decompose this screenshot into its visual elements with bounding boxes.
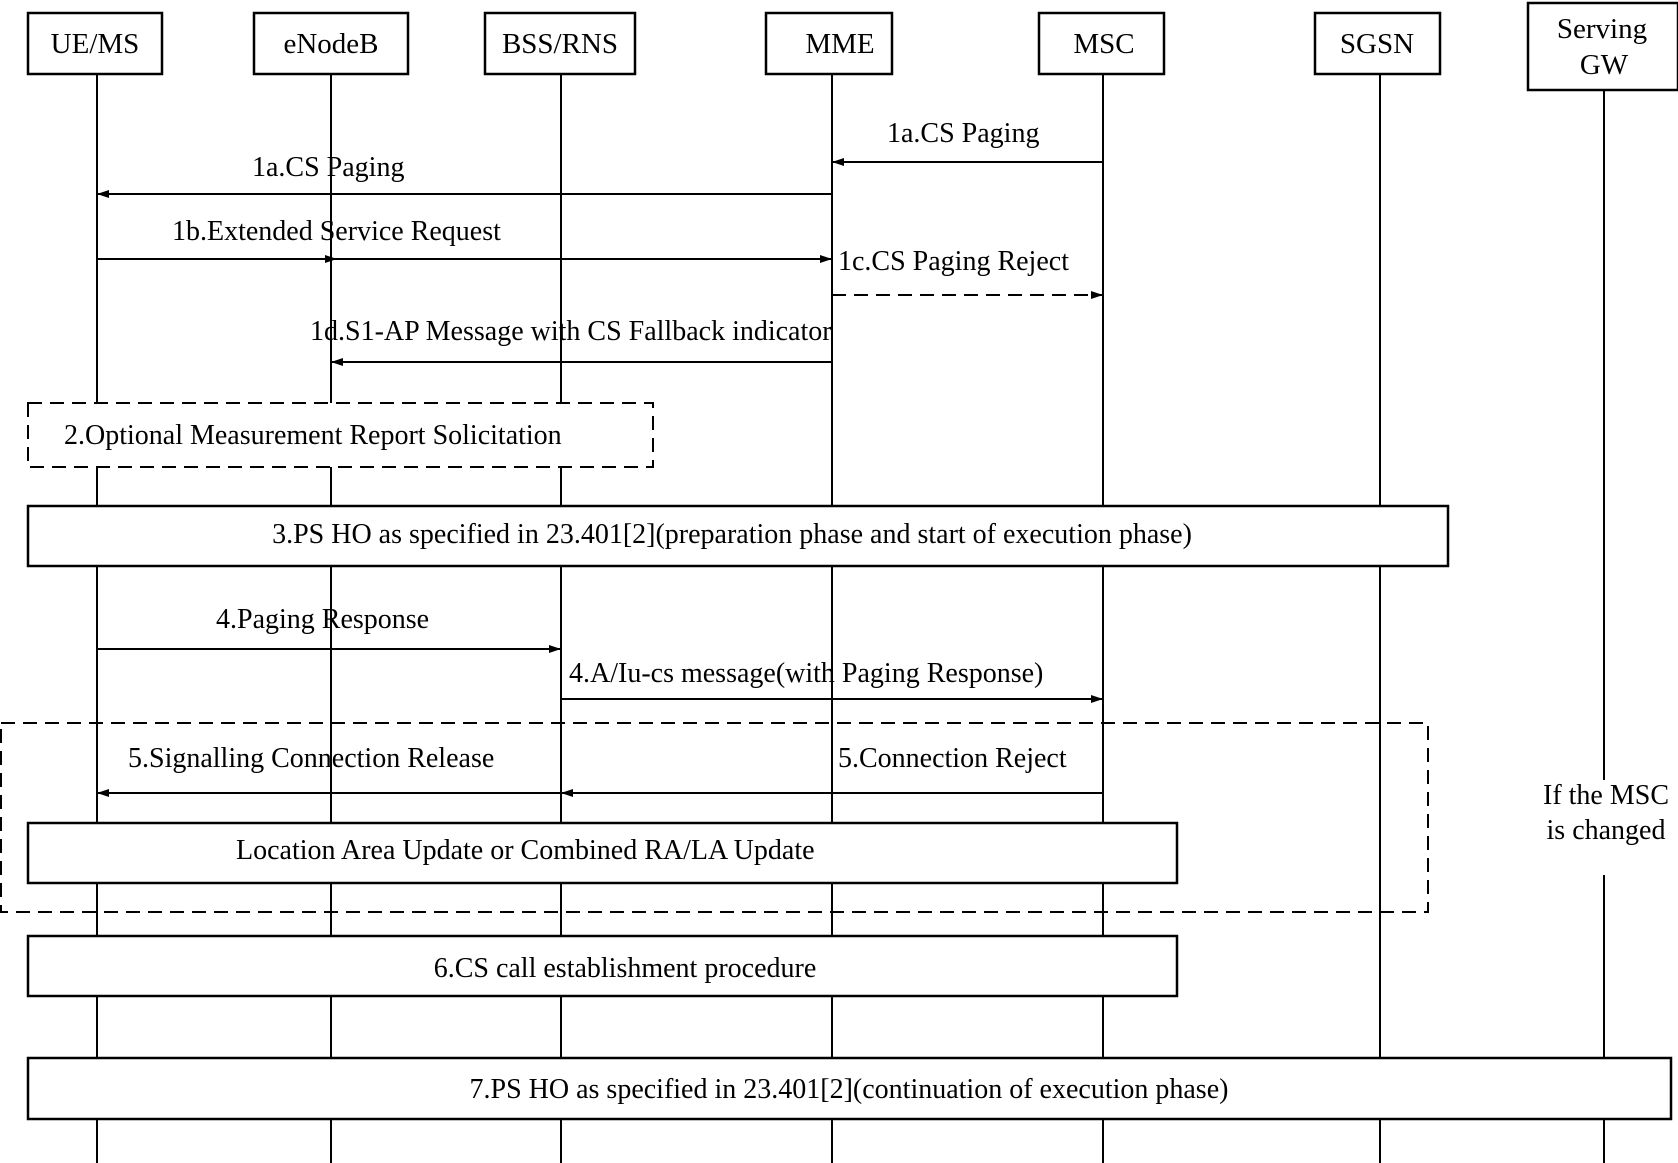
box-2-optional-measurement-report: 2.Optional Measurement Report Solicitati… <box>27 402 654 468</box>
message-label: 4.A/Iu-cs message(with Paging Response) <box>569 658 1043 689</box>
box-label: 7.PS HO as specified in 23.401[2](contin… <box>470 1074 1229 1105</box>
participant-bss-rns: BSS/RNS <box>483 11 637 76</box>
participants: UE/MS eNodeB BSS/RNS MME MSC SGSN Servin… <box>26 1 1678 92</box>
box-label: Location Area Update or Combined RA/LA U… <box>236 835 815 866</box>
message-label: 1a.CS Paging <box>887 118 1039 149</box>
participant-label-line1: Serving <box>1557 13 1647 45</box>
message-1a-cs-paging-mme-to-ue: 1a.CS Paging <box>97 152 832 198</box>
messages: 1a.CS Paging 1a.CS Paging 1b.Extended Se… <box>97 118 1103 797</box>
box-label: 3.PS HO as specified in 23.401[2](prepar… <box>272 519 1192 550</box>
participant-msc: MSC <box>1037 11 1166 76</box>
message-4-paging-response: 4.Paging Response <box>97 604 561 653</box>
box-7-ps-ho-continuation: 7.PS HO as specified in 23.401[2](contin… <box>26 1056 1673 1121</box>
message-1b-extended-service-request: 1b.Extended Service Request <box>97 216 832 263</box>
participant-serving-gw: Serving GW <box>1526 1 1678 92</box>
participant-label: MSC <box>1073 28 1134 60</box>
condition-note: If the MSC is changed <box>1543 780 1669 846</box>
participant-label: UE/MS <box>51 28 140 60</box>
participant-enodeb: eNodeB <box>252 11 410 76</box>
message-5-signalling-connection-release: 5.Signalling Connection Release <box>97 743 561 797</box>
box-3-ps-ho-preparation: 3.PS HO as specified in 23.401[2](prepar… <box>26 504 1450 568</box>
box-6-cs-call-establishment: 6.CS call establishment procedure <box>26 934 1179 998</box>
message-label: 4.Paging Response <box>216 604 429 635</box>
message-label: 1d.S1-AP Message with CS Fallback indica… <box>310 316 832 347</box>
participant-sgsn: SGSN <box>1313 11 1442 76</box>
step-boxes: 2.Optional Measurement Report Solicitati… <box>0 402 1673 1121</box>
message-1a-cs-paging-msc-to-mme: 1a.CS Paging <box>832 118 1103 166</box>
message-5-connection-reject: 5.Connection Reject <box>561 743 1103 797</box>
box-label: 2.Optional Measurement Report Solicitati… <box>64 420 562 451</box>
participant-label-line2: GW <box>1580 49 1629 81</box>
condition-note-line1: If the MSC <box>1543 780 1669 811</box>
message-label: 1c.CS Paging Reject <box>838 246 1069 277</box>
message-1c-cs-paging-reject: 1c.CS Paging Reject <box>832 246 1103 299</box>
message-1d-s1-ap-message: 1d.S1-AP Message with CS Fallback indica… <box>310 316 832 366</box>
message-label: 5.Connection Reject <box>838 743 1067 774</box>
message-4-a-iu-cs-message: 4.A/Iu-cs message(with Paging Response) <box>561 658 1103 703</box>
participant-label: eNodeB <box>283 28 378 60</box>
participant-label: SGSN <box>1340 28 1414 60</box>
participant-mme: MME <box>764 11 894 76</box>
message-label: 5.Signalling Connection Release <box>128 743 494 774</box>
condition-note-line2: is changed <box>1547 815 1666 846</box>
conditional-group-msc-changed <box>0 722 1429 913</box>
participant-label: BSS/RNS <box>502 28 618 60</box>
participant-ue: UE/MS <box>26 11 164 76</box>
message-label: 1b.Extended Service Request <box>172 216 501 247</box>
box-label: 6.CS call establishment procedure <box>434 953 817 984</box>
box-location-area-update: Location Area Update or Combined RA/LA U… <box>26 821 1179 885</box>
participant-label: MME <box>805 28 874 60</box>
message-label: 1a.CS Paging <box>252 152 404 183</box>
